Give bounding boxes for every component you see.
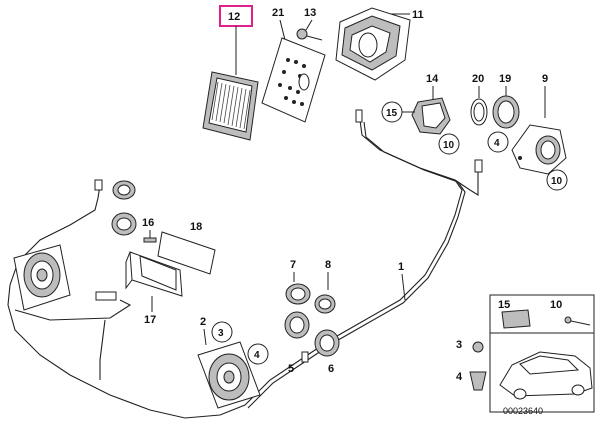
label-part-16: 16: [142, 217, 154, 229]
round-plugs: [95, 180, 137, 301]
legend-label-4: 4: [456, 371, 463, 383]
mounting-plate-part-21: 21: [261, 7, 326, 123]
legend-label-15: 15: [498, 299, 510, 311]
label-part-1: 1: [398, 261, 404, 273]
rear-left-speaker: [13, 244, 71, 311]
legend-label-3: 3: [456, 339, 462, 351]
label-part-2: 2: [200, 316, 206, 328]
label-part-9: 9: [542, 73, 548, 85]
bracket-part-14: 14 15 10: [381, 73, 460, 155]
label-part-20: 20: [472, 73, 484, 85]
car-silhouette: [499, 351, 593, 400]
tweeter-part-9: 9 4 10: [487, 73, 568, 191]
fastener-legend: 15 10 3 4 00023640: [456, 294, 595, 416]
label-part-4b: 4: [254, 350, 260, 361]
label-part-3: 3: [218, 328, 224, 339]
wiring-harness: [7, 109, 483, 419]
label-part-10a: 10: [443, 140, 455, 151]
reference-number: 00023640: [503, 406, 543, 416]
label-part-21: 21: [272, 7, 284, 19]
parts-5-6: 5 6: [284, 311, 340, 375]
grille-part-12: 12: [202, 5, 259, 141]
parts-16-18-17: 16 18 17: [125, 217, 216, 326]
ring-parts-20-19: 20 19: [470, 73, 520, 129]
label-part-8: 8: [325, 259, 331, 271]
label-part-18: 18: [190, 221, 202, 233]
label-part-7: 7: [290, 259, 296, 271]
speaker-housing-part-11: 11: [335, 7, 424, 81]
label-part-10b: 10: [551, 176, 563, 187]
label-part-13: 13: [304, 7, 316, 19]
label-part-5: 5: [288, 363, 294, 375]
label-part-11: 11: [412, 9, 424, 21]
label-part-14: 14: [426, 73, 439, 85]
label-part-19: 19: [499, 73, 511, 85]
label-part-12: 12: [228, 11, 240, 23]
legend-label-10: 10: [550, 299, 562, 311]
label-part-15: 15: [386, 108, 398, 119]
label-part-6: 6: [328, 363, 334, 375]
door-speaker-part-2: 2 3 4: [197, 316, 269, 409]
parts-7-8: 7 8: [285, 259, 336, 314]
label-part-4a: 4: [494, 138, 500, 149]
label-part-17: 17: [144, 314, 156, 326]
screw-part-13: 13: [296, 7, 323, 41]
